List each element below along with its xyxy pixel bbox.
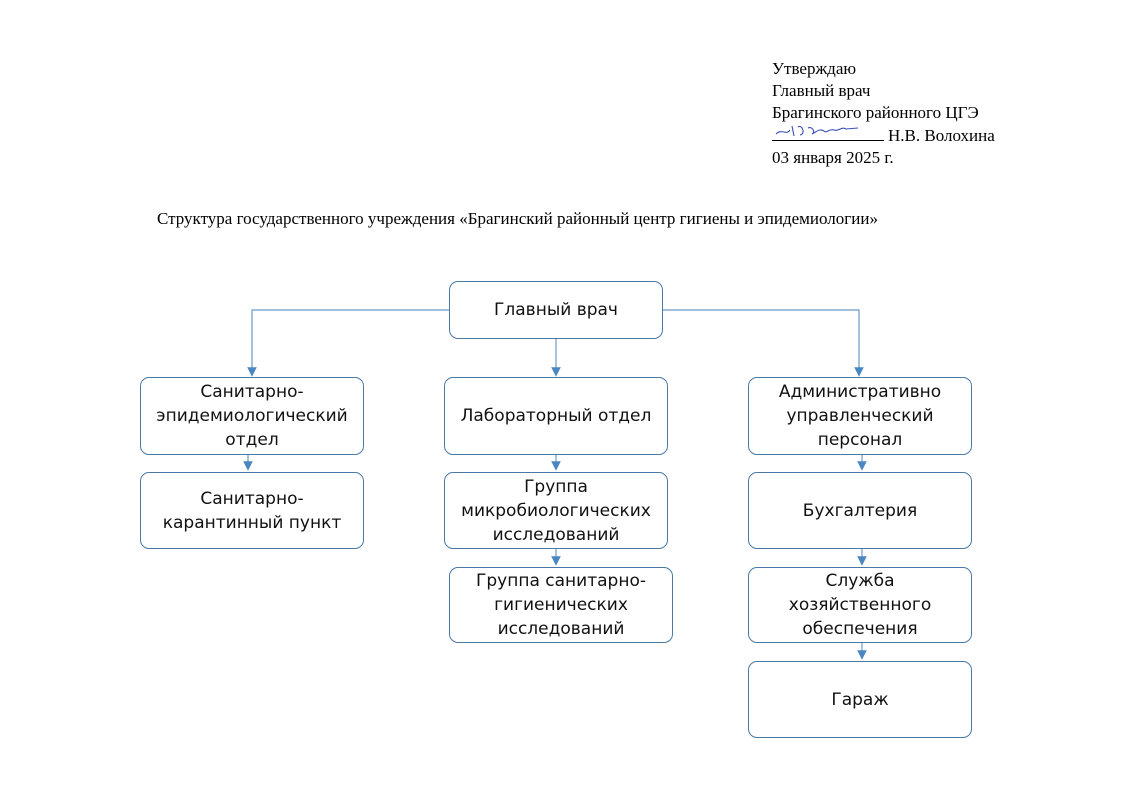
signature-blank bbox=[772, 124, 884, 141]
box-administrative-staff: Административно управленческий персонал bbox=[748, 377, 972, 455]
approval-line-position: Главный врач bbox=[772, 81, 871, 100]
box-sanitary-hygienic-group: Группа санитарно-гигиенических исследова… bbox=[449, 567, 673, 643]
box-laboratory-dept: Лабораторный отдел bbox=[444, 377, 668, 455]
connector-head-to-admin bbox=[662, 309, 864, 377]
box-accounting: Бухгалтерия bbox=[748, 472, 972, 549]
box-microbiological-group: Группа микробиологических исследований bbox=[444, 472, 668, 549]
connector-head-to-sanitary bbox=[247, 309, 450, 377]
box-household-service: Служба хозяйственного обеспечения bbox=[748, 567, 972, 643]
approval-line-organization: Брагинского районного ЦГЭ bbox=[772, 103, 979, 122]
signature-line: Н.В. Волохина bbox=[772, 124, 995, 147]
document-title: Структура государственного учреждения «Б… bbox=[157, 209, 878, 228]
box-sanitary-epidemiological-dept: Санитарно-эпидемиологический отдел bbox=[140, 377, 364, 455]
handwritten-signature bbox=[775, 125, 859, 137]
approval-line-approve: Утверждаю bbox=[772, 59, 857, 78]
box-sanitary-quarantine-point: Санитарно-карантинный пункт bbox=[140, 472, 364, 549]
signer-name: Н.В. Волохина bbox=[888, 126, 995, 145]
box-head-physician: Главный врач bbox=[449, 281, 663, 339]
approval-block: Утверждаю Главный врач Брагинского район… bbox=[772, 58, 995, 169]
box-garage: Гараж bbox=[748, 661, 972, 738]
approval-date: 03 января 2025 г. bbox=[772, 148, 894, 167]
